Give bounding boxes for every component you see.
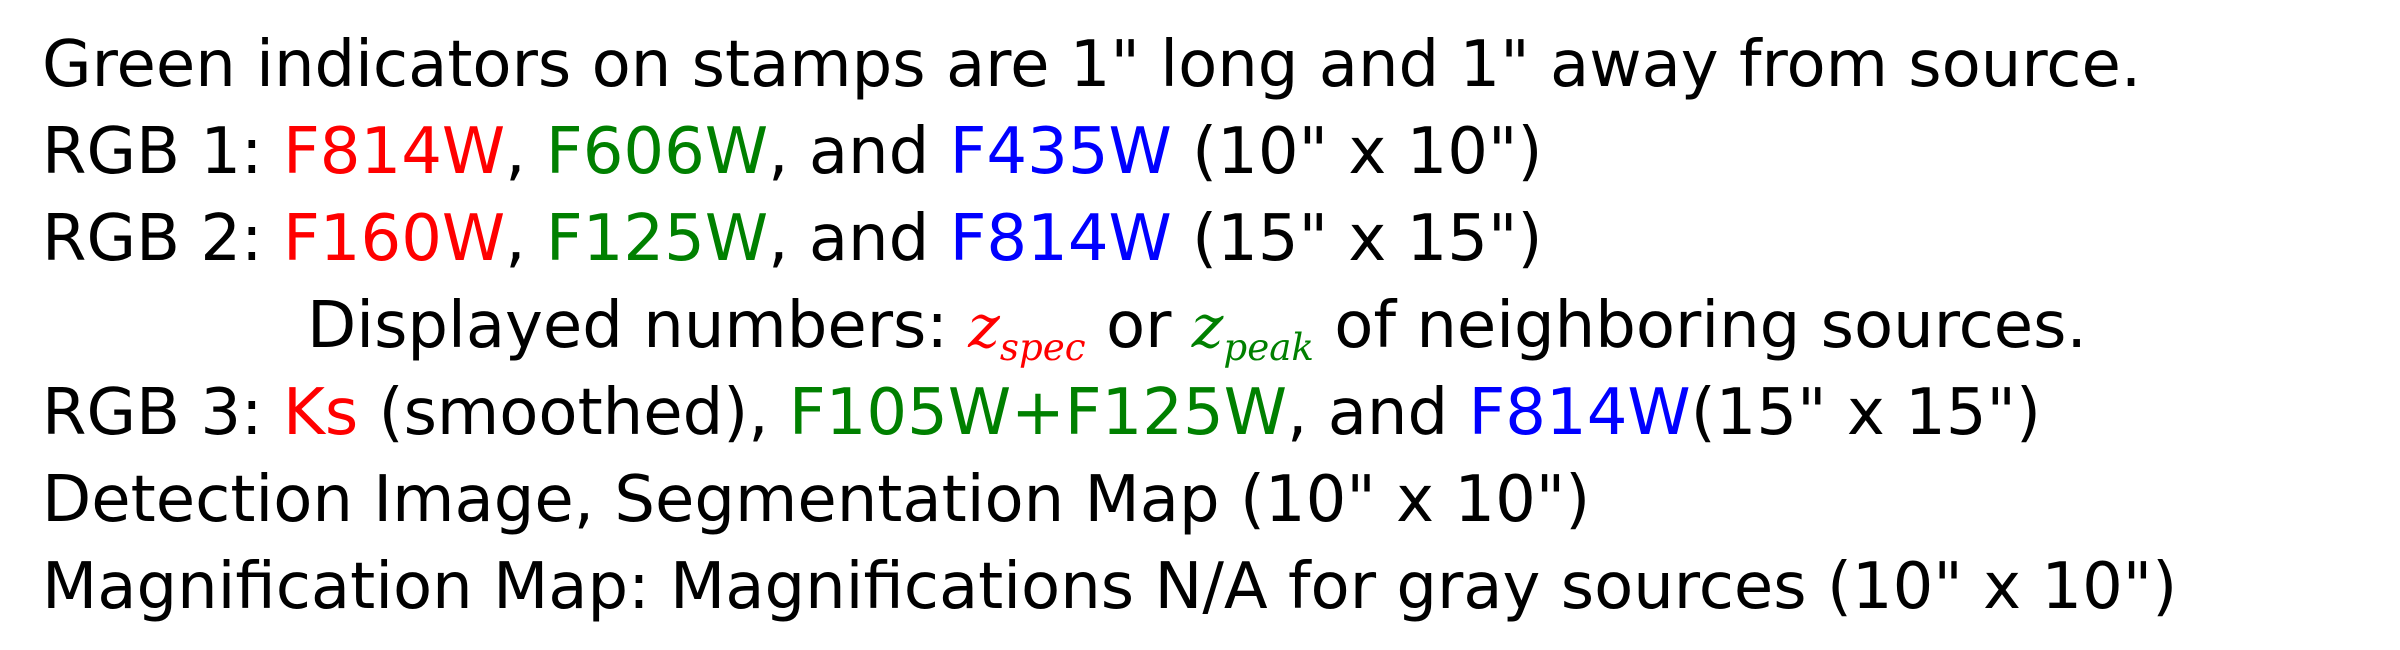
rgb2-size: (15" x 15") (1192, 202, 1543, 276)
z-peak-symbol: zpeak (1191, 292, 1314, 366)
rgb3-size: (15" x 15") (1690, 376, 2041, 450)
rgb2-line: RGB 2: F160W, F125W, and F814W (15" x 15… (42, 196, 2382, 283)
rgb3-label: RGB 3: (42, 376, 263, 450)
displayed-numbers-prefix: Displayed numbers: (307, 289, 948, 363)
rgb2-green-filter: F125W (545, 202, 769, 276)
rgb1-red-filter: F814W (282, 115, 506, 189)
rgb2-red-filter: F160W (282, 202, 506, 276)
displayed-numbers-suffix: of neighboring sources. (1334, 289, 2087, 363)
indicator-note: Green indicators on stamps are 1" long a… (42, 28, 2142, 102)
rgb1-line: RGB 1: F814W, F606W, and F435W (10" x 10… (42, 109, 2382, 196)
rgb3-green-filter: F105W+F125W (788, 376, 1287, 450)
rgb1-label: RGB 1: (42, 115, 263, 189)
rgb3-blue-filter: F814W (1468, 376, 1691, 450)
magnification-line: Magnification Map: Magnifications N/A fo… (42, 550, 2178, 624)
stamp-legend: Green indicators on stamps are 1" long a… (42, 22, 2382, 631)
z-spec-subscript: spec (999, 325, 1086, 370)
rgb3-and: , and (1287, 376, 1449, 450)
z-peak-base: z (1191, 292, 1224, 362)
rgb3-line: RGB 3: Ks (smoothed), F105W+F125W, and F… (42, 370, 2382, 457)
rgb2-label: RGB 2: (42, 202, 263, 276)
rgb2-blue-filter: F814W (949, 202, 1172, 276)
rgb3-smoothed: (smoothed), (378, 376, 769, 450)
rgb1-blue-filter: F435W (949, 115, 1172, 189)
rgb1-and: , and (768, 115, 930, 189)
rgb2-separator: , (505, 202, 526, 276)
rgb3-red-filter: Ks (282, 376, 359, 450)
displayed-numbers-or: or (1105, 289, 1172, 363)
rgb2-and: , and (768, 202, 930, 276)
z-spec-base: z (968, 292, 1000, 362)
displayed-numbers-line: Displayed numbers: zspec or zpeak of nei… (42, 283, 2382, 370)
detection-line: Detection Image, Segmentation Map (10" x… (42, 463, 1591, 537)
z-peak-subscript: peak (1223, 325, 1314, 370)
rgb1-green-filter: F606W (545, 115, 769, 189)
rgb1-size: (10" x 10") (1192, 115, 1543, 189)
z-spec-symbol: zspec (968, 292, 1085, 366)
rgb1-separator: , (505, 115, 526, 189)
